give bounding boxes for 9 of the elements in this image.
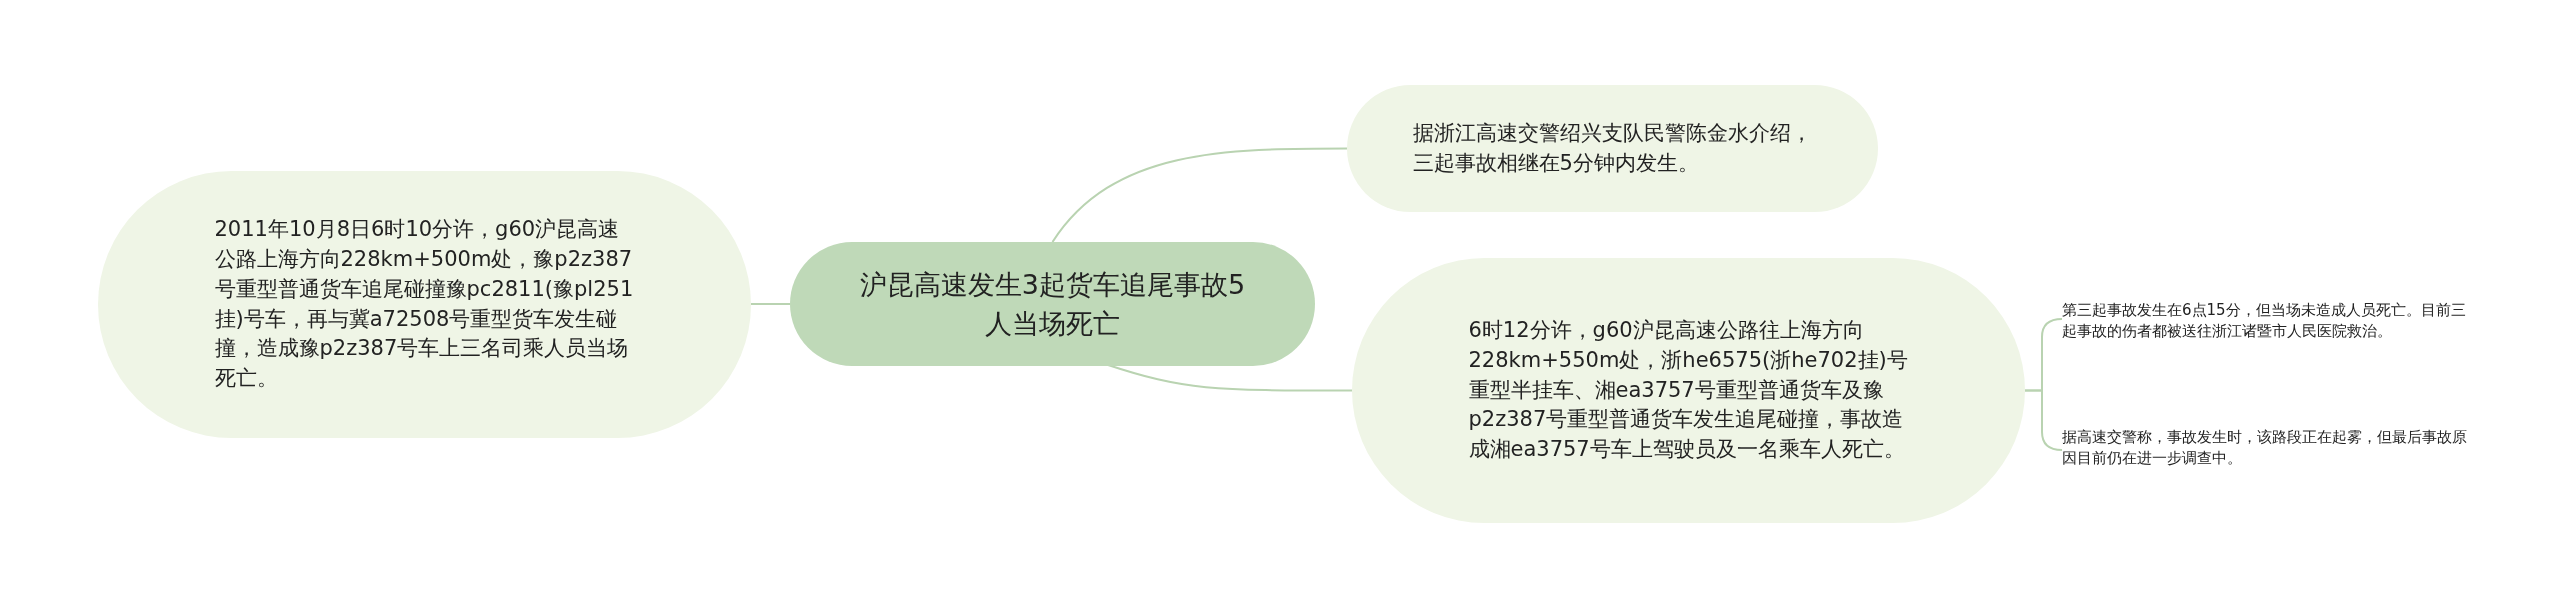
topic-text: 据浙江高速交警绍兴支队民警陈金水介绍，三起事故相继在5分钟内发生。: [1412, 119, 1813, 177]
topic-text: 沪昆高速发生3起货车追尾事故5人当场死亡: [858, 267, 1247, 341]
connector-line: [750, 303, 791, 305]
connector-line: [1051, 147, 1348, 243]
note-text: 据高速交警称，事故发生时，该路段正在起雾，但最后事故原因目前仍在进一步调查中。: [2062, 426, 2468, 469]
note-text: 第三起事故发生在6点15分，但当场未造成人员死亡。目前三起事故的伤者都被送往浙江诸暨市人民医院救治。: [2062, 299, 2467, 342]
connector-line: [2024, 389, 2063, 451]
topic-text: 2011年10月8日6时10分许，g60沪昆高速公路上海方向228km+500m处，豫p2z387号重型普通货车追尾碰撞豫pc2811(豫pl251挂)号车，再与冀a72508号重型货车发生碰撞，造成豫p2z387号车上三名司乘人员当场死亡。: [214, 216, 635, 393]
topic-text: 6时12分许，g60沪昆高速公路往上海方向228km+550m处，浙he6575(浙he702挂)号重型半挂车、湘ea3757号重型普通货车及豫p2z387号重型普通货车发生追尾碰撞，事故造成湘ea3757号车上驾驶员及一名乘车人死亡。: [1468, 316, 1909, 464]
